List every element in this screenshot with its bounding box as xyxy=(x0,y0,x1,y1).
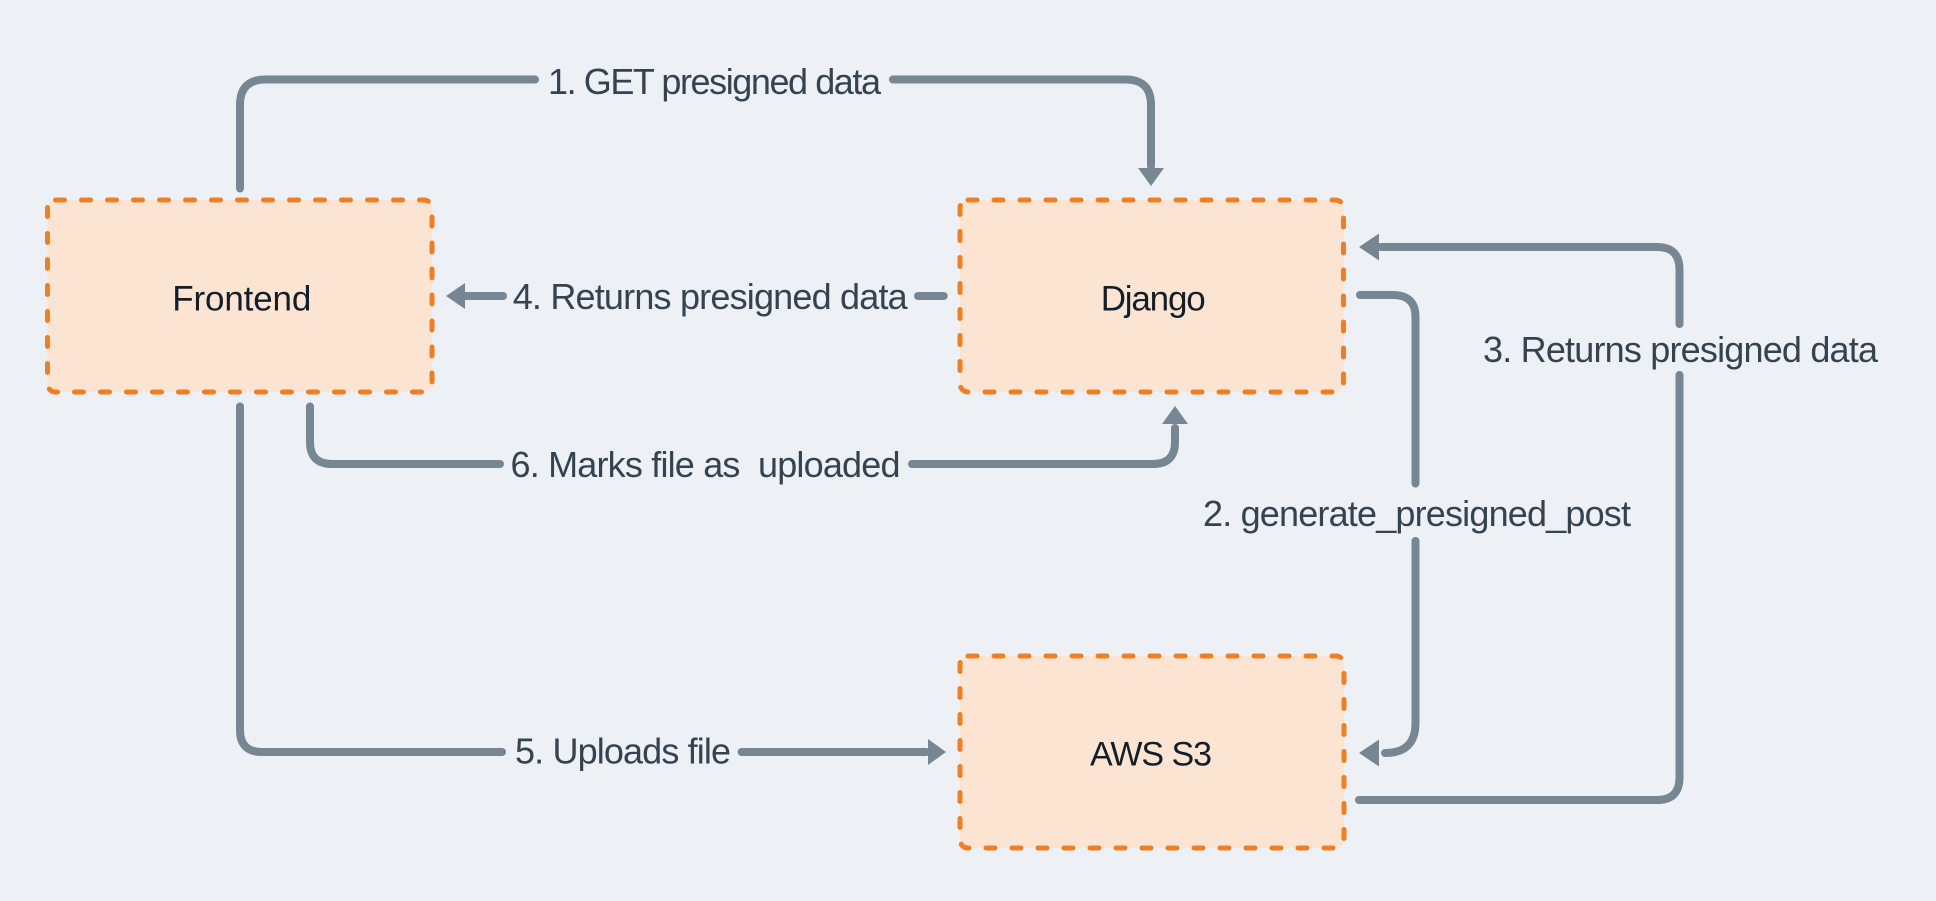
svg-text:Django: Django xyxy=(1101,280,1206,319)
svg-text:6. Marks file as uploaded: 6. Marks file as uploaded xyxy=(511,444,901,485)
svg-text:5. Uploads file: 5. Uploads file xyxy=(515,731,731,772)
svg-text:4. Returns presigned data: 4. Returns presigned data xyxy=(513,276,909,317)
svg-text:2. generate_presigned_post: 2. generate_presigned_post xyxy=(1203,493,1631,534)
svg-text:Frontend: Frontend xyxy=(172,280,311,319)
svg-text:3. Returns presigned data: 3. Returns presigned data xyxy=(1483,329,1879,370)
svg-text:1. GET presigned data: 1. GET presigned data xyxy=(548,61,882,102)
svg-text:AWS S3: AWS S3 xyxy=(1090,736,1212,774)
